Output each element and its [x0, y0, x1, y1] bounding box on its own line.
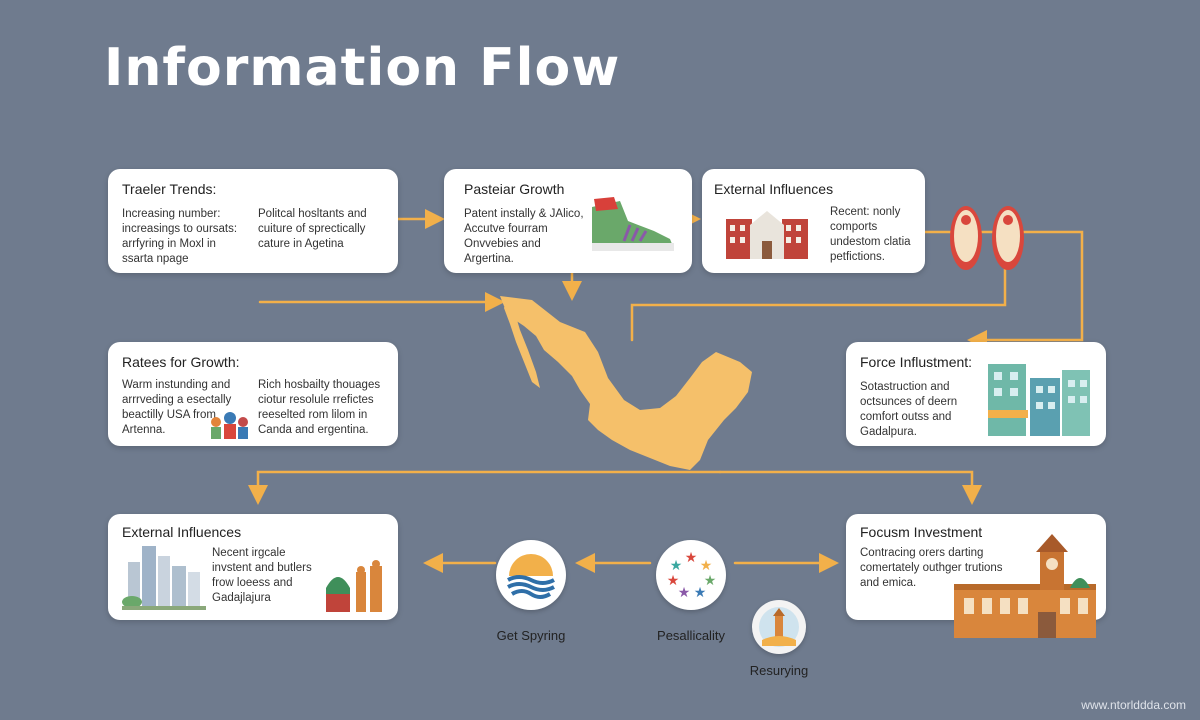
card-text: Recent: nonly comports undestom clatia p… — [830, 206, 911, 263]
card-rates-for-growth[interactable]: Ratees for Growth: Warm instunding and a… — [108, 342, 398, 446]
lighthouse-icon — [759, 607, 799, 647]
red-building-icon — [726, 211, 808, 259]
card-title: Traeler Trends: — [122, 181, 217, 197]
page-title: Information Flow — [104, 38, 621, 98]
city-skyline-icon — [122, 546, 206, 610]
red-shoes-icon — [950, 206, 1024, 270]
card-text-right: Rich hosbailty thouages ciotur resolule … — [258, 379, 381, 436]
label-pesallicality: Pesallicality — [657, 628, 725, 643]
card-title: Pasteiar Growth — [464, 181, 565, 197]
card-title: Force Influstment: — [860, 354, 973, 370]
label-resurying: Resurying — [749, 663, 809, 678]
circle-resurying[interactable] — [752, 600, 806, 654]
mosque-icon — [326, 560, 382, 612]
label-get-spyring: Get Spyring — [496, 628, 566, 643]
watermark: www.ntorlddda.com — [1081, 698, 1186, 712]
baja-peninsula — [504, 300, 540, 388]
sun-waves-icon — [507, 554, 555, 599]
card-text-left: Increasing number: increasings to oursat… — [122, 208, 238, 265]
card-text: Necent irgcale invstent and butlers frow… — [212, 547, 312, 604]
card-external-influences-top[interactable]: External Influences Recent: nonly compor… — [702, 169, 925, 273]
svg-text:★: ★ — [694, 585, 707, 601]
card-pasteur-growth[interactable]: Pasteiar Growth Patent instally & JAlico… — [444, 169, 692, 273]
card-title: Focusm Investment — [860, 524, 983, 540]
colonial-building-icon — [954, 534, 1096, 638]
card-title: External Influences — [714, 181, 834, 197]
svg-text:★: ★ — [685, 550, 698, 566]
star-ring-icon: ★ ★ ★ ★ ★ ★ ★ — [667, 550, 717, 601]
people-icon — [211, 412, 248, 439]
card-text: Patent instally & JAlico, Accutve fourra… — [464, 208, 584, 265]
svg-text:★: ★ — [670, 558, 683, 574]
arrow-map-branch-left — [248, 470, 722, 505]
card-force-influstment[interactable]: Force Influstment: Sotastruction and oct… — [846, 342, 1106, 446]
card-text-left: Warm instunding and arrrveding a esectal… — [122, 379, 232, 436]
arrow-map-branch-right — [718, 470, 982, 505]
card-title: Ratees for Growth: — [122, 354, 240, 370]
card-text-right: Politcal hosltants and cuiture of sprect… — [258, 208, 367, 250]
card-text: Sotastruction and octsunces of deern com… — [860, 381, 958, 438]
svg-text:★: ★ — [678, 585, 691, 601]
svg-text:★: ★ — [700, 558, 713, 574]
svg-text:★: ★ — [704, 573, 717, 589]
arrow-map-to-right — [630, 248, 1007, 342]
svg-text:★: ★ — [667, 573, 680, 589]
card-title: External Influences — [122, 524, 242, 540]
circle-pesallicality[interactable]: ★ ★ ★ ★ ★ ★ ★ — [656, 540, 726, 610]
circle-get-spyring[interactable] — [496, 540, 566, 610]
card-traveler-trends[interactable]: Traeler Trends: Increasing number: incre… — [108, 169, 398, 273]
card-text: Contracing orers darting comertately out… — [860, 547, 1003, 589]
mexico-map — [500, 296, 752, 470]
sneaker-icon — [592, 197, 674, 251]
card-external-influences-bottom[interactable]: External Influences Necent irgcale invst… — [108, 514, 398, 620]
teal-buildings-icon — [988, 364, 1090, 436]
